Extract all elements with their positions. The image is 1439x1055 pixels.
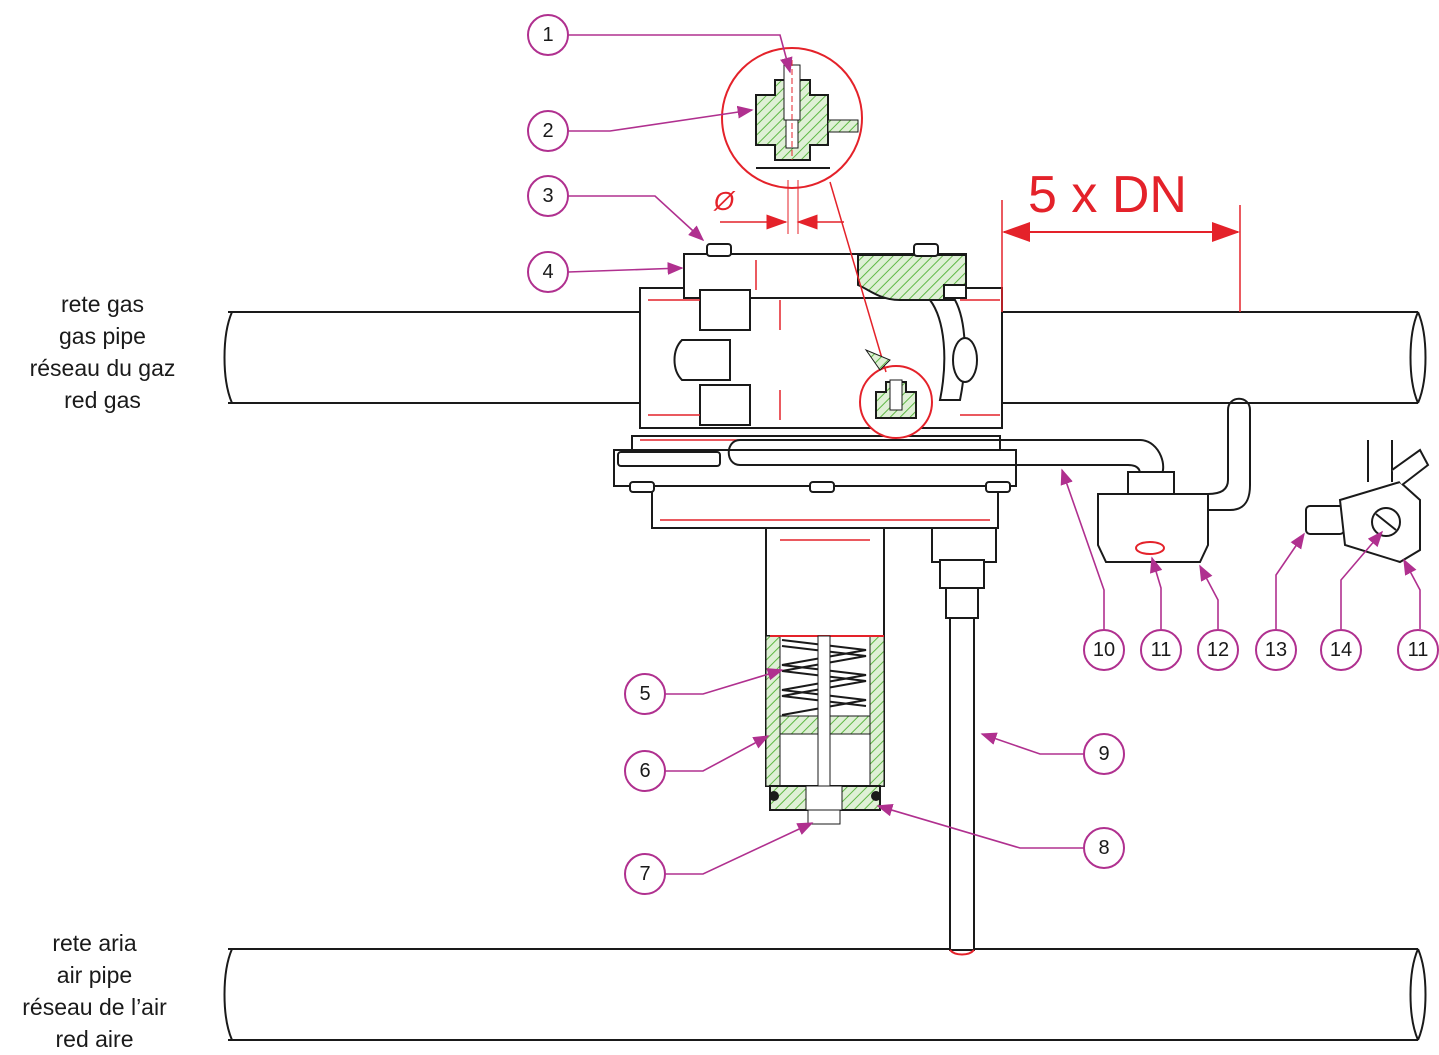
callout-7: 7 — [624, 853, 666, 895]
valve-body — [613, 253, 1017, 639]
callout-6: 6 — [624, 750, 666, 792]
callout-4: 4 — [527, 251, 569, 293]
callout-8: 8 — [1083, 827, 1125, 869]
air-pipe-label: rete aria air pipe réseau de l’air red a… — [2, 927, 187, 1055]
svg-text:14: 14 — [1330, 639, 1352, 661]
gas-pipe — [223, 311, 1427, 404]
gas-pipe-label: rete gas gas pipe réseau du gaz red gas — [10, 288, 195, 416]
callout-11: 11 — [1140, 629, 1182, 671]
svg-text:2: 2 — [542, 120, 553, 142]
detail-view — [721, 47, 863, 189]
valve-detail — [1305, 440, 1430, 564]
bolts — [629, 243, 1011, 493]
shutoff-valve — [1097, 397, 1251, 563]
air-pipe — [223, 948, 1427, 1041]
air-tube — [939, 559, 985, 956]
gas-pipe-label-it: rete gas — [60, 291, 145, 317]
svg-text:8: 8 — [1098, 837, 1109, 859]
callout-10: 10 — [1083, 629, 1125, 671]
callout-12: 12 — [1197, 629, 1239, 671]
callout-3: 3 — [527, 175, 569, 217]
callout-5: 5 — [624, 673, 666, 715]
air-pipe-label-fr: réseau de l’air — [22, 994, 167, 1020]
dn-dimension: 5 x DN — [1002, 166, 1240, 242]
dn-dimension-label: 5 x DN — [1028, 166, 1187, 224]
gas-pipe-label-fr: réseau du gaz — [29, 355, 176, 381]
spring-housing — [765, 635, 885, 825]
callout-14: 14 — [1320, 629, 1362, 671]
callout-2: 2 — [527, 110, 569, 152]
svg-text:4: 4 — [542, 261, 553, 283]
gas-pipe-label-es: red gas — [64, 387, 141, 413]
svg-text:12: 12 — [1207, 639, 1229, 661]
svg-text:5: 5 — [639, 683, 650, 705]
svg-text:13: 13 — [1265, 639, 1287, 661]
gas-pipe-label-en: gas pipe — [59, 323, 146, 349]
svg-text:3: 3 — [542, 185, 553, 207]
callout-9: 9 — [1083, 733, 1125, 775]
callout-11b: 11 — [1397, 629, 1439, 671]
detail-marker — [829, 181, 933, 439]
air-pipe-label-it: rete aria — [52, 930, 137, 956]
callout-bubbles: 1 2 3 4 5 6 7 8 9 10 11 12 13 14 11 — [527, 14, 1439, 895]
air-pipe-label-es: red aire — [55, 1026, 134, 1052]
svg-text:11: 11 — [1151, 639, 1172, 661]
svg-text:10: 10 — [1093, 639, 1115, 661]
diameter-symbol: Ø — [713, 186, 736, 216]
svg-text:6: 6 — [639, 760, 650, 782]
callout-1: 1 — [527, 14, 569, 56]
svg-text:7: 7 — [639, 863, 650, 885]
callout-13: 13 — [1255, 629, 1297, 671]
diameter-dimension: Ø — [713, 180, 844, 234]
svg-text:9: 9 — [1098, 743, 1109, 765]
air-pipe-label-en: air pipe — [56, 962, 133, 988]
svg-text:11: 11 — [1408, 639, 1429, 661]
svg-text:1: 1 — [542, 24, 553, 46]
leader-lines — [567, 34, 1421, 875]
